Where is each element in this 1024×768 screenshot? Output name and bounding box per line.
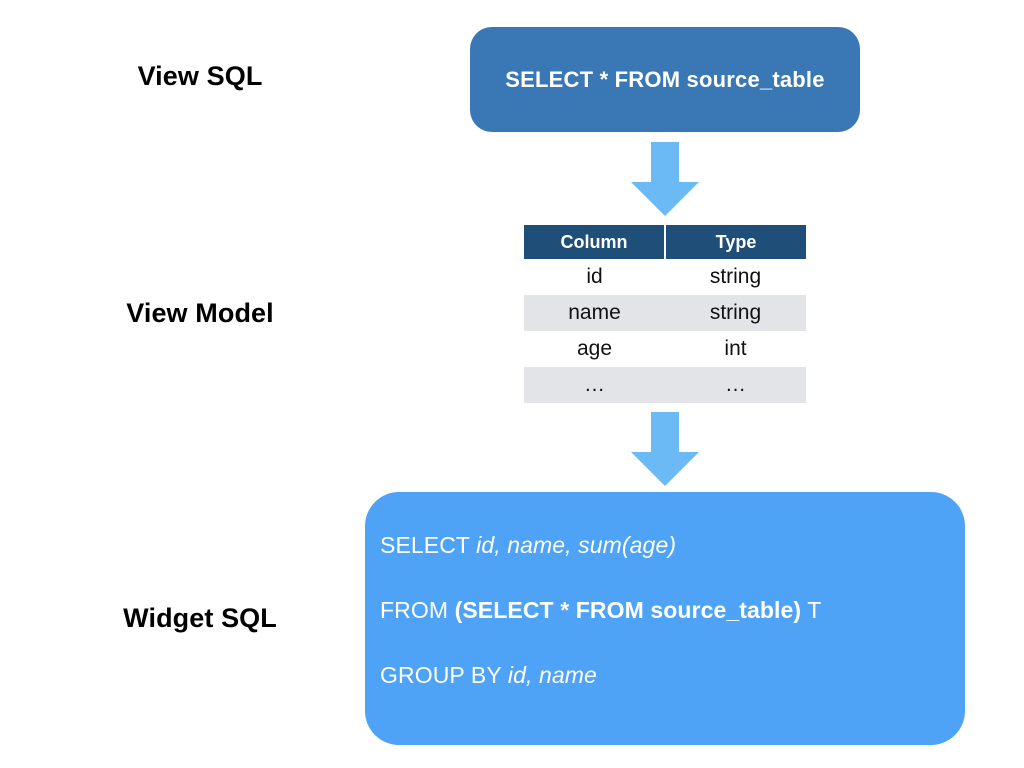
- table-header-row: Column Type: [524, 225, 806, 259]
- row-label-view-sql: View SQL: [137, 61, 263, 91]
- table-cell-column: id: [524, 259, 665, 295]
- row-label-view-model: View Model: [126, 298, 274, 328]
- table-header-type: Type: [664, 225, 806, 259]
- widget-sql-fragment: FROM: [380, 597, 455, 623]
- widget-sql-fragment: (SELECT * FROM source_table): [454, 597, 802, 623]
- widget-sql-line-select: SELECT id, name, sum(age): [380, 534, 965, 557]
- widget-sql-line-from: FROM (SELECT * FROM source_table) T: [380, 599, 965, 622]
- table-cell-type: string: [665, 295, 806, 331]
- table-cell-type: …: [665, 367, 806, 403]
- table-row: … …: [524, 367, 806, 403]
- widget-sql-fragment: id, name: [507, 662, 597, 688]
- widget-sql-fragment: id, name, sum(age): [476, 532, 677, 558]
- row-label-widget-sql: Widget SQL: [123, 603, 277, 633]
- table-cell-column: age: [524, 331, 665, 367]
- table-cell-type: int: [665, 331, 806, 367]
- table-row: name string: [524, 295, 806, 331]
- table-cell-column: …: [524, 367, 665, 403]
- table-cell-type: string: [665, 259, 806, 295]
- table-row: age int: [524, 331, 806, 367]
- arrow-down-icon-bottom: [629, 412, 701, 488]
- widget-sql-fragment: GROUP BY: [380, 662, 508, 688]
- view-model-table: Column Type id string name string age in…: [524, 225, 806, 403]
- arrow-down-icon-top: [629, 142, 701, 218]
- table-header-column: Column: [524, 225, 665, 259]
- table-cell-column: name: [524, 295, 665, 331]
- widget-sql-box: SELECT id, name, sum(age) FROM (SELECT *…: [365, 492, 965, 745]
- view-sql-query-text: SELECT * FROM source_table: [505, 66, 825, 92]
- widget-sql-fragment: T: [801, 597, 822, 623]
- view-sql-box: SELECT * FROM source_table: [470, 27, 860, 132]
- table-row: id string: [524, 259, 806, 295]
- widget-sql-line-group-by: GROUP BY id, name: [380, 664, 965, 687]
- widget-sql-fragment: SELECT: [380, 532, 477, 558]
